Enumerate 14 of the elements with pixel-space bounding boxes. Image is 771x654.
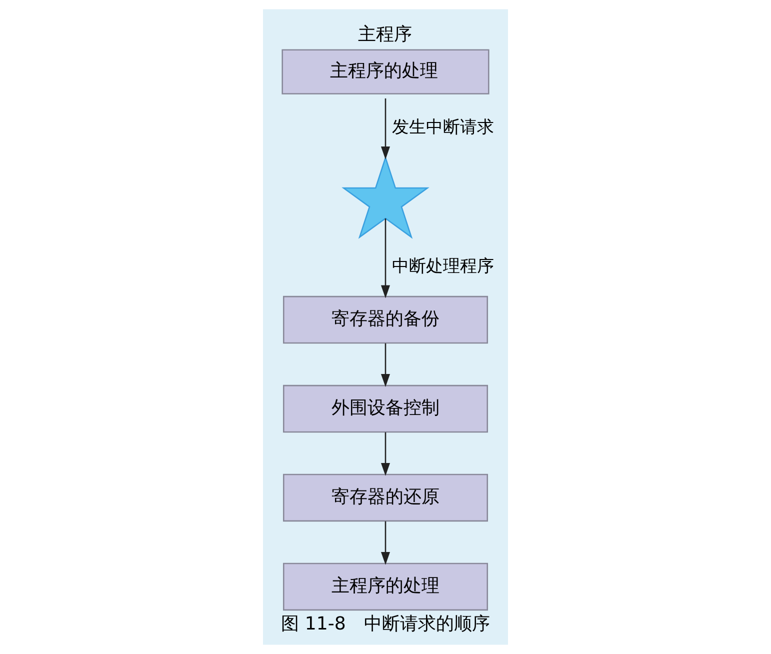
node-box: 寄存器的还原 xyxy=(282,474,488,522)
arrow xyxy=(380,432,390,476)
node-star xyxy=(342,156,430,239)
arrow xyxy=(380,218,390,298)
caption: 图 11-8 中断请求的顺序 xyxy=(281,614,490,635)
node-box: 外围设备控制 xyxy=(282,384,488,433)
arrow xyxy=(380,521,390,565)
edge-label: 发生中断请求 xyxy=(392,116,494,136)
node-label: 主程序 xyxy=(358,24,412,45)
arrow xyxy=(380,343,390,387)
arrow xyxy=(380,98,390,160)
node-box: 主程序的处理 xyxy=(282,562,488,611)
edge-label: 中断处理程序 xyxy=(392,255,494,276)
node-box: 寄存器的备份 xyxy=(282,296,488,344)
